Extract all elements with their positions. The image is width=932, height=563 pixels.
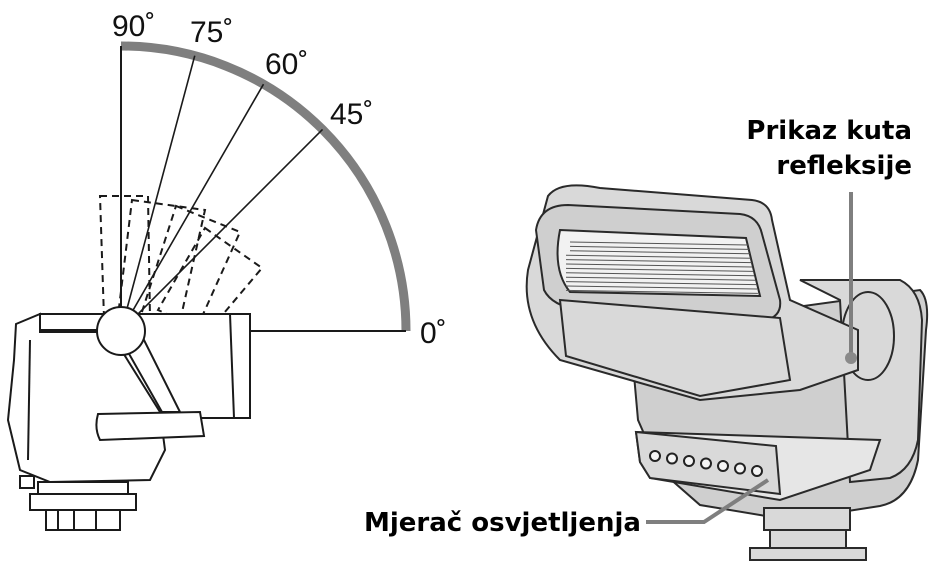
bounce-angle-diagram: 90˚ 75˚ 60˚ 45˚ 0˚ bbox=[112, 10, 447, 350]
sensor-dot bbox=[751, 465, 763, 477]
angle-ray-75 bbox=[120, 55, 196, 332]
light-meter-leader bbox=[646, 478, 770, 524]
angle-label-90: 90˚ bbox=[112, 10, 155, 43]
sensor-dot bbox=[683, 455, 695, 467]
angle-label-75: 75˚ bbox=[190, 16, 233, 49]
angle-label-45: 45˚ bbox=[330, 98, 373, 131]
angle-label-0: 0˚ bbox=[420, 317, 447, 350]
flash-side-view bbox=[6, 306, 251, 531]
fresnel-lines bbox=[565, 241, 758, 294]
reflection-angle-label-line1: Prikaz kuta bbox=[746, 116, 912, 146]
angle-ray-45 bbox=[120, 128, 324, 332]
sensor-dot bbox=[734, 462, 746, 475]
sensor-dot bbox=[666, 452, 678, 465]
sensor-dot bbox=[649, 450, 661, 462]
light-meter-label: Mjerač osvjetljenja bbox=[364, 508, 641, 538]
sensor-dot bbox=[717, 460, 729, 472]
angle-labels: 90˚ 75˚ 60˚ 45˚ 0˚ bbox=[112, 10, 447, 350]
sensor-dot bbox=[700, 457, 712, 470]
reflection-angle-label-line2: refleksije bbox=[776, 151, 912, 181]
flash-front-view bbox=[525, 184, 929, 561]
light-meter-sensors bbox=[649, 450, 763, 477]
reflection-angle-indicator bbox=[845, 352, 857, 364]
angle-label-60: 60˚ bbox=[265, 48, 308, 81]
pivot-circle bbox=[96, 306, 146, 356]
